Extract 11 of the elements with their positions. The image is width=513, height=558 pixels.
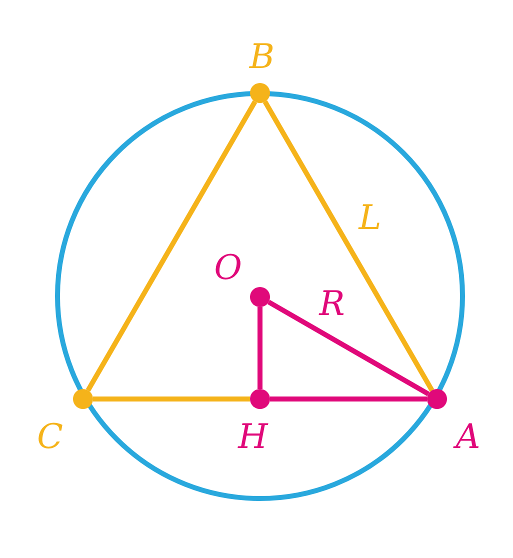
line-segment: [267, 300, 430, 396]
point-label: H: [238, 420, 268, 454]
point-label: B: [250, 40, 274, 74]
point-label: C: [37, 420, 63, 454]
point-label: O: [214, 251, 242, 285]
line-segment: [270, 396, 427, 402]
point-label: A: [456, 420, 480, 454]
line-segment: [262, 100, 434, 392]
line-segment: [86, 100, 258, 392]
line-segment: [258, 307, 262, 389]
line-segment: [93, 396, 250, 402]
